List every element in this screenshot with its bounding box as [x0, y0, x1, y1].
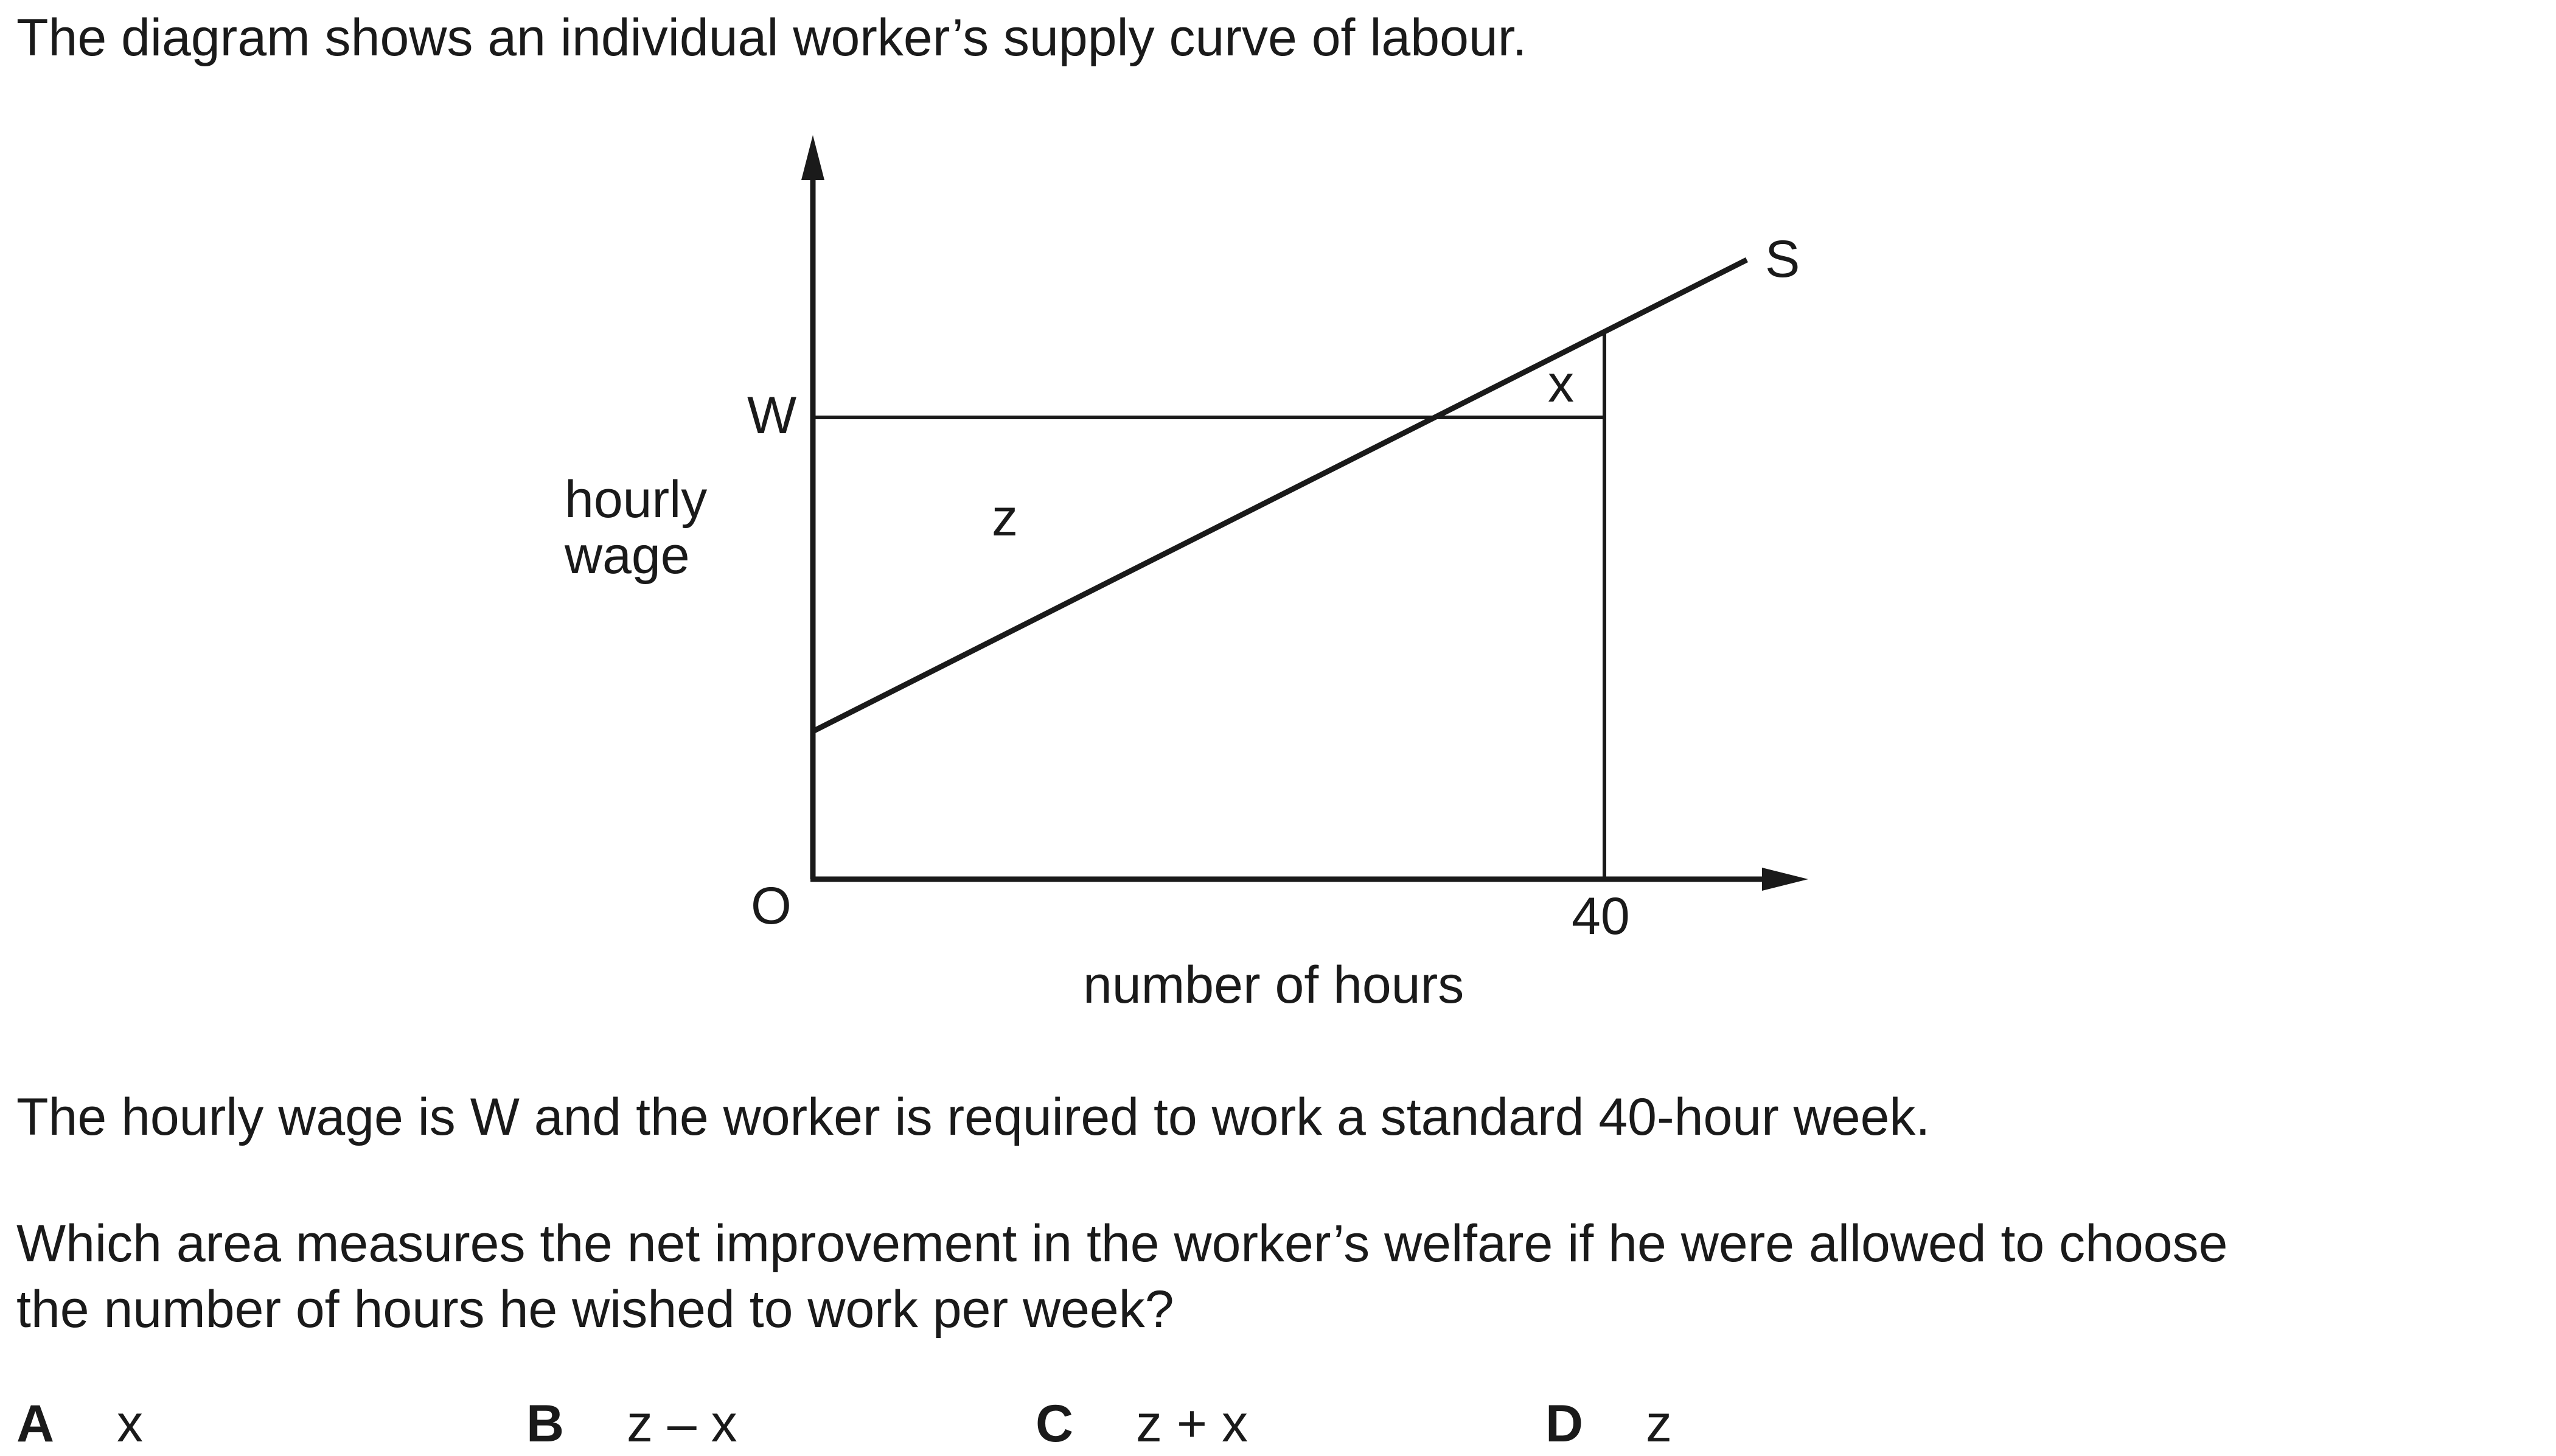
area-x-label: x — [1548, 355, 1574, 413]
option-c-letter: C — [1036, 1395, 1074, 1453]
statement-text: The hourly wage is W and the worker is r… — [16, 1088, 1931, 1146]
hours-label: 40 — [1572, 887, 1630, 946]
area-z-label: z — [992, 489, 1018, 547]
origin-label: O — [751, 877, 792, 935]
option-a-letter: A — [16, 1395, 55, 1453]
intro-text: The diagram shows an individual worker’s… — [16, 9, 1527, 67]
option-c-text: z + x — [1136, 1395, 1248, 1453]
y-axis-arrowhead — [801, 135, 824, 180]
question-text-line2: the number of hours he wished to work pe… — [16, 1280, 1174, 1339]
option-a-text: x — [117, 1395, 143, 1453]
x-axis-label: number of hours — [1083, 956, 1464, 1014]
option-d-letter: D — [1545, 1395, 1584, 1453]
supply-curve — [811, 257, 1749, 734]
labour-supply-diagram: hourly wage W O 40 number of hours S z x — [564, 135, 1808, 1014]
y-axis-label-line1: hourly — [565, 470, 707, 529]
x-axis-arrowhead — [1762, 868, 1808, 891]
wage-label: W — [747, 386, 796, 445]
y-axis-label-line2: wage — [564, 526, 690, 585]
option-d-text: z — [1646, 1395, 1672, 1453]
question-text-line1: Which area measures the net improvement … — [16, 1214, 2228, 1273]
curve-label: S — [1765, 230, 1800, 288]
option-b-letter: B — [526, 1395, 565, 1453]
option-b-text: z – x — [627, 1395, 737, 1453]
